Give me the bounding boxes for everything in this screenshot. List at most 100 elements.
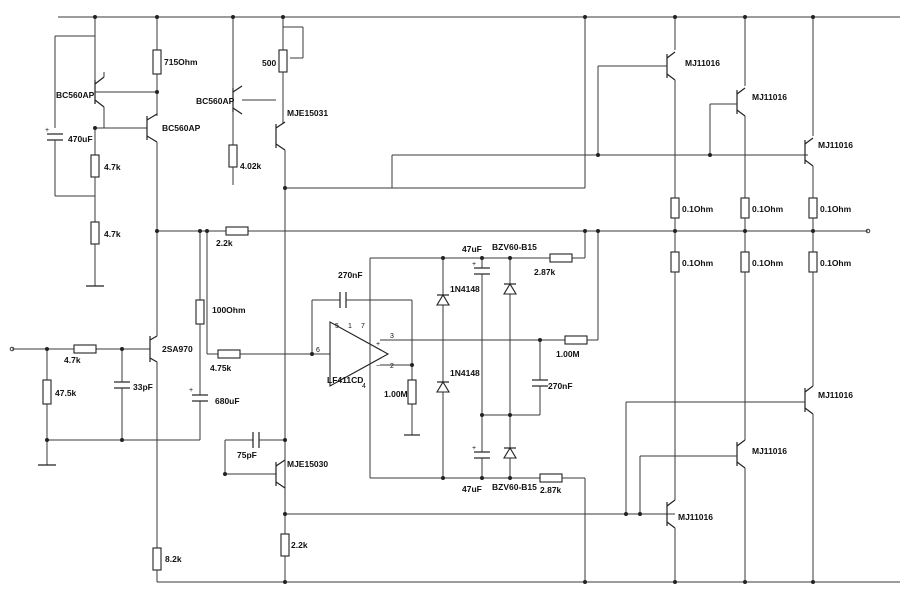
label-d1n4148-bot: 1N4148	[450, 368, 480, 378]
label-c270-right: 270nF	[548, 381, 573, 391]
label-r47k-1: 4.7k	[104, 162, 121, 172]
junction	[441, 256, 445, 260]
wire	[232, 107, 243, 115]
junction	[198, 229, 202, 233]
junction	[155, 15, 159, 19]
label-mj-6: MJ11016	[678, 512, 713, 522]
junction	[583, 15, 587, 19]
output-terminal[interactable]	[865, 228, 871, 234]
junction	[205, 229, 209, 233]
resistor-0.1ohm-3	[808, 197, 818, 219]
junction	[231, 15, 235, 19]
wire	[666, 51, 676, 59]
zener-bzv60-bottom	[503, 446, 517, 459]
junction	[480, 476, 484, 480]
junction	[45, 347, 49, 351]
label-c680: 680uF	[215, 396, 240, 406]
resistor-1.00m-right	[564, 335, 588, 345]
resistor-0.1ohm-6	[808, 251, 818, 273]
junction	[811, 229, 815, 233]
opamp-supply	[436, 231, 599, 582]
wire	[94, 76, 105, 85]
resistor-2.2k-feedback	[225, 226, 249, 236]
label-r82k: 8.2k	[165, 554, 182, 564]
label-pin2: 2	[390, 363, 394, 370]
wire	[736, 87, 746, 95]
label-pin3: 3	[390, 333, 394, 340]
junction	[480, 256, 484, 260]
junction	[508, 413, 512, 417]
junction	[410, 363, 414, 367]
wire	[666, 73, 676, 81]
label-r01-5: 0.1Ohm	[752, 258, 784, 268]
label-r22k-low: 2.2k	[291, 540, 308, 550]
input-stage	[47, 17, 162, 336]
junctions	[45, 15, 815, 584]
output-stage	[597, 17, 818, 582]
wire	[275, 121, 286, 129]
junction	[120, 438, 124, 442]
label-r475k: 47.5k	[55, 388, 77, 398]
resistor-4.75k	[217, 349, 241, 359]
junction	[596, 229, 600, 233]
label-plus: +	[472, 445, 476, 452]
wire	[804, 385, 814, 393]
label-c470: 470uF	[68, 134, 93, 144]
junction	[508, 476, 512, 480]
junction	[596, 153, 600, 157]
resistor-0.1ohm-4	[670, 251, 680, 273]
label-c75: 75pF	[237, 450, 257, 460]
junction	[538, 338, 542, 342]
junction	[583, 580, 587, 584]
junction	[281, 15, 285, 19]
junction	[441, 476, 445, 480]
input-terminal[interactable]	[9, 346, 15, 352]
label-r1m-low: 1.00M	[384, 389, 408, 399]
junction	[223, 472, 227, 476]
wire	[666, 521, 676, 529]
junction	[283, 580, 287, 584]
junction	[673, 15, 677, 19]
junction	[283, 186, 287, 190]
label-opamp: LF411CD	[327, 375, 363, 385]
label-z-bot: BZV60-B15	[492, 482, 537, 492]
junction	[120, 347, 124, 351]
junction	[93, 126, 97, 130]
junction	[743, 229, 747, 233]
wire	[146, 135, 158, 143]
label-q-bc560ap-1: BC560AP	[56, 90, 95, 100]
resistor-8.2k	[152, 547, 162, 571]
junction	[283, 438, 287, 442]
label-minus: −	[376, 363, 380, 370]
label-r01-6: 0.1Ohm	[820, 258, 852, 268]
wire	[275, 459, 286, 467]
junction	[93, 15, 97, 19]
junction	[283, 512, 287, 516]
label-q-bc560ap-2: BC560AP	[162, 123, 201, 133]
resistor-4.7k-1	[90, 154, 100, 178]
diode-1n4148-top	[436, 293, 450, 306]
junction	[743, 580, 747, 584]
label-mj-2: MJ11016	[752, 92, 787, 102]
resistor-0.1ohm-5	[740, 251, 750, 273]
label-plus: +	[376, 341, 380, 348]
opamp-section	[311, 257, 570, 479]
wire	[804, 159, 814, 167]
label-r402: 4.02k	[240, 161, 262, 171]
label-pin7: 7	[361, 323, 365, 330]
label-r01-3: 0.1Ohm	[820, 204, 852, 214]
label-pin6: 6	[316, 347, 320, 354]
label-d1n4148-top: 1N4148	[450, 284, 480, 294]
wire	[146, 113, 158, 121]
junction	[508, 256, 512, 260]
trimmer-500	[278, 49, 288, 73]
junction	[708, 153, 712, 157]
lf411cd-symbol	[329, 321, 390, 387]
wire	[275, 481, 286, 489]
resistor-2.87k-top	[549, 253, 573, 263]
junction	[811, 580, 815, 584]
label-pin4: 4	[362, 383, 366, 390]
junction	[155, 229, 159, 233]
label-r500: 500	[262, 58, 276, 68]
